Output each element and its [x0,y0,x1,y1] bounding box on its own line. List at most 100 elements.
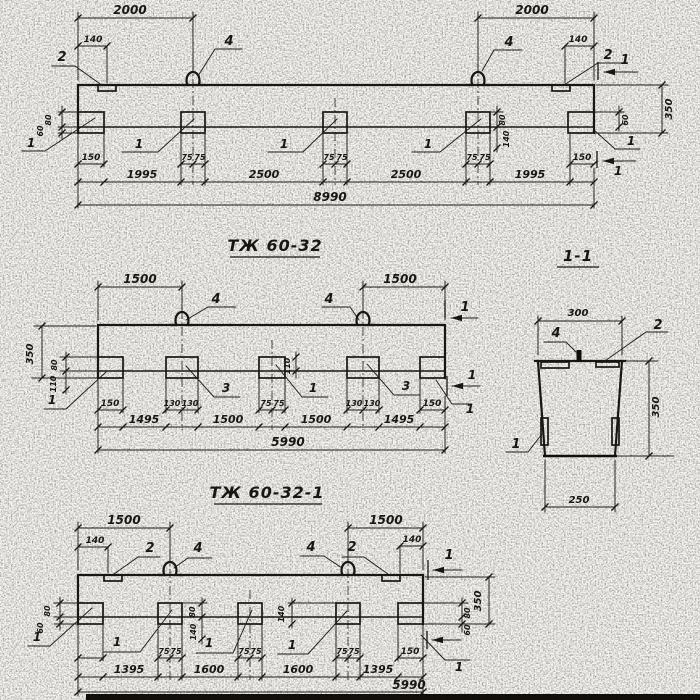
dim-text: 75 [348,647,360,656]
item-label: 1 [627,134,635,148]
item-label: 3 [402,379,410,393]
dim-text: 1995 [127,168,158,181]
dim-text: 1495 [129,413,160,426]
dim-text: 1500 [107,513,140,527]
item-label: 3 [222,381,230,395]
dim-text: 1500 [301,413,332,426]
item-label: 4 [323,292,333,307]
dim-text: 350 [25,344,36,365]
item-label: 1 [614,164,622,178]
dim-text: 75 [238,647,250,656]
item-label: 1 [511,437,520,452]
item-label: 2 [57,50,66,65]
dim-text: 80 [188,606,197,618]
dim-text: 150 [101,399,120,409]
item-label: 1 [455,660,463,674]
dim-text: 110 [49,375,58,392]
item-label: 1 [48,393,56,407]
loop-cross-section [576,350,582,361]
dim-text: 80 [44,114,53,126]
dim-text: 80 [50,359,59,371]
dim-text: 1600 [194,663,225,676]
dim-text: 75 [170,647,182,656]
dim-text: 1500 [213,413,244,426]
dim-text: 60 [36,125,45,137]
item-label: 1 [466,402,474,416]
dim-text: 150 [423,399,442,409]
dim-text: 350 [651,397,662,418]
item-label: 1 [27,136,35,150]
dim-text: 2500 [391,168,422,181]
item-label: 1 [205,636,213,650]
item-label: 1 [135,137,143,151]
item-label: 4 [550,326,560,341]
dim-text: 130 [364,399,381,408]
item-label: 1 [468,368,476,382]
dim-text: 130 [182,399,199,408]
dim-text: 5990 [271,435,304,449]
view-title: 1-1 [563,247,593,265]
item-label: 1 [620,53,629,68]
dim-text: 75 [194,153,206,162]
dim-text: 75 [250,647,262,656]
dim-text: 1995 [515,168,546,181]
dim-text: 8990 [313,190,346,204]
item-label: 1 [309,381,317,395]
dim-text: 75 [181,153,193,162]
dim-text: 60 [621,114,630,126]
dim-text: 80 [498,114,507,126]
item-label: 1 [33,630,41,644]
dim-text: 75 [323,153,335,162]
item-label: 2 [603,48,612,63]
item-label: 2 [145,541,154,556]
dim-text: 140 [86,536,105,546]
dim-text: 130 [164,399,181,408]
dim-text: 5990 [392,678,425,692]
dim-text: 300 [568,308,589,319]
item-label: 4 [223,34,233,49]
dim-text: 2000 [515,3,548,17]
dim-text: 150 [401,647,420,657]
dim-text: 80 [43,605,52,617]
dim-text: 350 [664,99,675,120]
dim-text: 150 [82,153,101,163]
dim-text: 75 [336,647,348,656]
dim-text: 1500 [383,272,416,286]
item-label: 1 [280,137,288,151]
dim-text: 2500 [249,168,280,181]
item-label: 2 [653,318,662,333]
dim-text: 140 [403,535,422,545]
dim-text: 1495 [384,413,415,426]
view-title: ТЖ 60-32-1 [209,483,324,502]
dim-text: 110 [283,357,292,374]
view-title: ТЖ 60-32 [227,236,322,255]
item-label: 4 [503,35,513,50]
dim-text: 140 [569,35,588,45]
dim-text: 140 [189,623,198,640]
item-label: 1 [424,137,432,151]
dim-text: 75 [273,399,285,408]
dim-text: 75 [158,647,170,656]
item-label: 1 [444,548,453,563]
dim-text: 2000 [113,3,146,17]
dim-text: 140 [277,605,286,622]
dim-text: 250 [569,495,590,506]
item-label: 1 [113,635,121,649]
dim-text: 350 [473,591,484,612]
dim-text: 75 [260,399,272,408]
item-label: 2 [347,540,356,555]
dim-text: 1500 [369,513,402,527]
dim-text: 140 [84,35,103,45]
dim-text: 75 [336,153,348,162]
dim-text: 75 [466,153,478,162]
item-label: 4 [210,292,220,307]
dim-text: 130 [346,399,363,408]
dim-text: 1500 [123,272,156,286]
dim-text: 75 [479,153,491,162]
dim-text: 80 [463,607,472,619]
item-label: 4 [192,541,202,556]
dim-text: 1395 [114,663,145,676]
dim-text: 1395 [363,663,394,676]
